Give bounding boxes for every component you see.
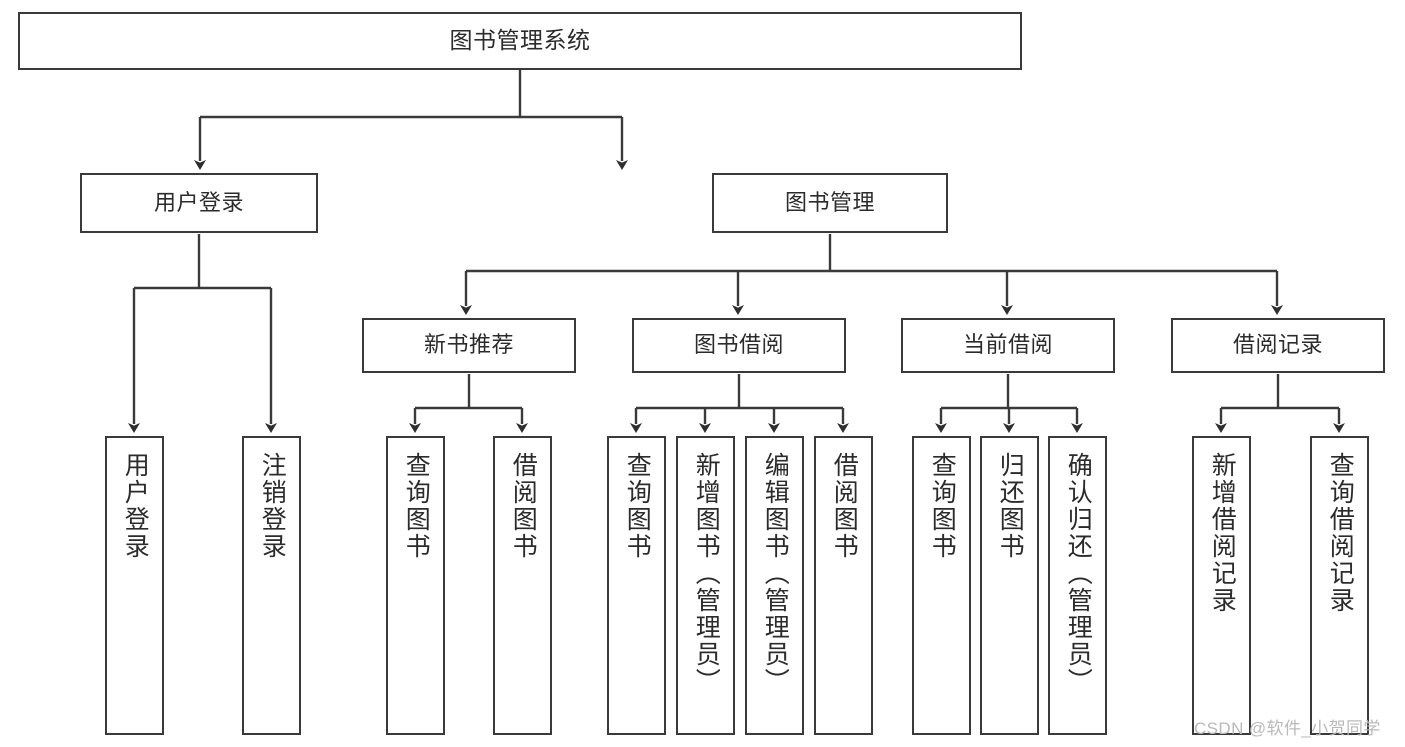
node-leaf-confirm-return-label: 确认归还（管理员）: [1064, 452, 1093, 695]
node-leaf-add-record-label: 新增借阅记录: [1208, 452, 1237, 614]
node-leaf-query-record-label: 查询借阅记录: [1326, 452, 1355, 614]
node-leaf-edit-book-label: 编辑图书（管理员）: [761, 452, 790, 695]
node-leaf-borrow-book-2[interactable]: 借阅图书: [814, 436, 873, 735]
node-leaf-query-book-3-label: 查询图书: [928, 452, 957, 560]
node-leaf-borrow-book-1[interactable]: 借阅图书: [493, 436, 552, 735]
node-current-borrow-label: 当前借阅: [962, 332, 1053, 358]
node-book-borrow-label: 图书借阅: [693, 332, 784, 358]
node-new-book-recommend-label: 新书推荐: [423, 332, 514, 358]
node-borrow-record-label: 借阅记录: [1232, 332, 1323, 358]
node-leaf-user-login[interactable]: 用户登录: [105, 436, 164, 735]
node-leaf-logout[interactable]: 注销登录: [242, 436, 301, 735]
node-current-borrow[interactable]: 当前借阅: [901, 318, 1115, 373]
node-leaf-add-record[interactable]: 新增借阅记录: [1192, 436, 1251, 735]
node-leaf-query-book-2-label: 查询图书: [623, 452, 652, 560]
node-leaf-query-book-1-label: 查询图书: [402, 452, 431, 560]
node-leaf-user-login-label: 用户登录: [121, 452, 150, 560]
node-user-login[interactable]: 用户登录: [80, 173, 318, 233]
node-leaf-borrow-book-1-label: 借阅图书: [509, 452, 538, 560]
csdn-watermark: CSDN @软件_小贺同学: [1194, 719, 1381, 738]
node-leaf-edit-book[interactable]: 编辑图书（管理员）: [745, 436, 804, 735]
node-user-login-label: 用户登录: [153, 189, 244, 215]
node-book-borrow[interactable]: 图书借阅: [632, 318, 846, 373]
node-book-manage[interactable]: 图书管理: [712, 173, 948, 233]
node-root-label: 图书管理系统: [449, 27, 591, 54]
node-leaf-return-book[interactable]: 归还图书: [980, 436, 1039, 735]
node-root[interactable]: 图书管理系统: [18, 12, 1022, 70]
node-leaf-query-book-2[interactable]: 查询图书: [607, 436, 666, 735]
node-new-book-recommend[interactable]: 新书推荐: [362, 318, 576, 373]
node-leaf-return-book-label: 归还图书: [996, 452, 1025, 560]
node-leaf-query-book-1[interactable]: 查询图书: [386, 436, 445, 735]
node-leaf-borrow-book-2-label: 借阅图书: [830, 452, 859, 560]
node-leaf-query-book-3[interactable]: 查询图书: [912, 436, 971, 735]
node-leaf-confirm-return[interactable]: 确认归还（管理员）: [1048, 436, 1107, 735]
node-leaf-add-book-label: 新增图书（管理员）: [692, 452, 721, 695]
node-borrow-record[interactable]: 借阅记录: [1171, 318, 1385, 373]
node-book-manage-label: 图书管理: [784, 189, 875, 215]
node-leaf-add-book[interactable]: 新增图书（管理员）: [676, 436, 735, 735]
node-leaf-logout-label: 注销登录: [258, 452, 287, 560]
node-leaf-query-record[interactable]: 查询借阅记录: [1310, 436, 1369, 735]
